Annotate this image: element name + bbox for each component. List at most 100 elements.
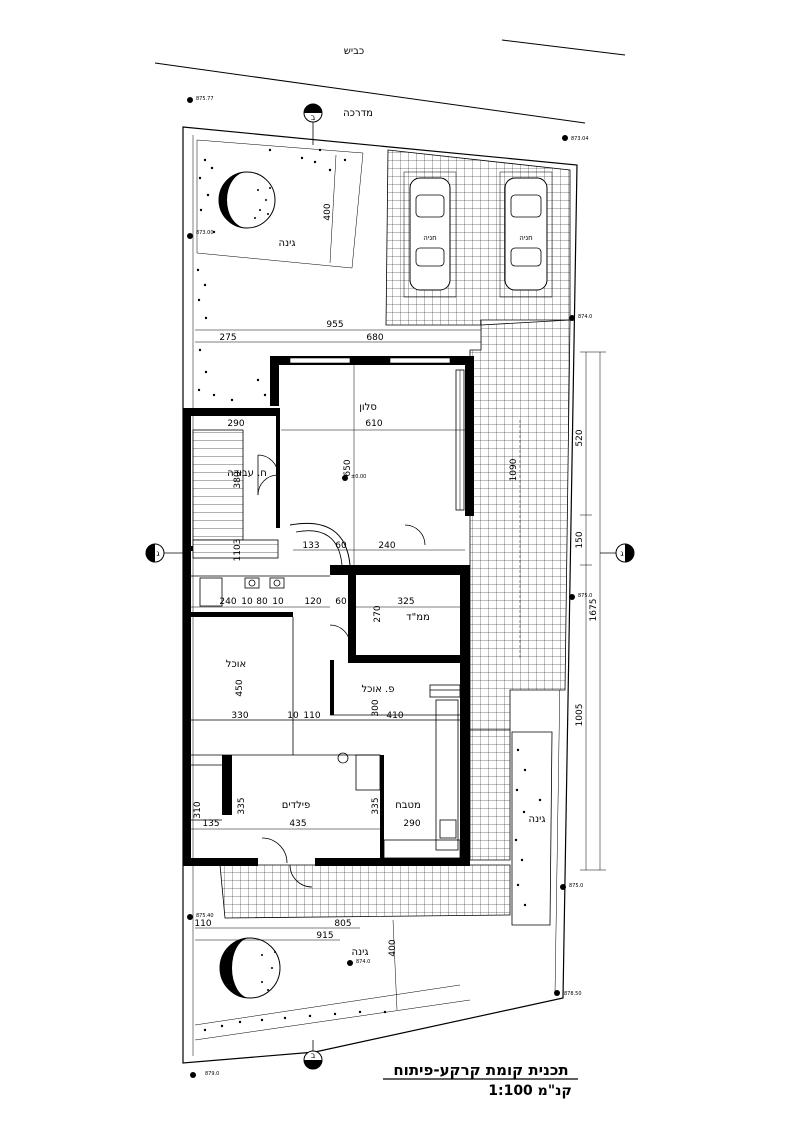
- svg-text:ג: ג: [156, 549, 160, 558]
- kitchen-counters: [337, 699, 461, 859]
- garden-top: גינה: [196, 139, 364, 269]
- svg-text:135: 135: [202, 819, 219, 829]
- svg-text:875.0: 875.0: [569, 883, 583, 889]
- svg-text:133: 133: [302, 541, 319, 551]
- garden-left-planting: [196, 268, 267, 402]
- car-1: חניה: [409, 177, 451, 291]
- svg-text:878.50: 878.50: [564, 991, 582, 997]
- parking-1-label: חניה: [423, 234, 437, 242]
- svg-text:10: 10: [287, 711, 299, 721]
- svg-text:±0.00: ±0.00: [351, 474, 366, 480]
- dim-955-text: 955: [326, 320, 343, 330]
- svg-text:450: 450: [235, 679, 245, 696]
- plan-title: תכנית קומת קרקע-פיתוח: [393, 1061, 568, 1079]
- svg-text:270: 270: [373, 605, 383, 622]
- svg-text:335: 335: [371, 797, 381, 814]
- svg-text:80: 80: [256, 597, 268, 607]
- svg-text:110: 110: [194, 919, 211, 929]
- dining-right-label: פ. אוכל: [362, 684, 395, 695]
- svg-text:400: 400: [388, 939, 398, 956]
- car-2: חניה: [504, 177, 548, 291]
- svg-text:ב: ב: [311, 1051, 316, 1060]
- work-label: ח. עבודה: [227, 468, 267, 479]
- dim-275-text: 275: [219, 333, 236, 343]
- bottom-dimensions: 805 915 110 400: [194, 919, 398, 1011]
- dim-680-text: 680: [366, 333, 383, 343]
- parking-bay-2: [499, 171, 553, 298]
- svg-text:300: 300: [371, 699, 381, 716]
- living-label: סלון: [359, 402, 377, 413]
- svg-text:ב: ב: [311, 113, 316, 122]
- house-walls: [183, 356, 474, 866]
- sidewalk-label: מדרכה: [343, 108, 373, 119]
- kitchen-label: מטבח: [395, 800, 421, 811]
- garden-bottom: גינה: [194, 937, 471, 1041]
- right-dimensions: 520 150 1005 1675 1090: [509, 351, 606, 871]
- room-lines: [191, 575, 460, 821]
- svg-text:290: 290: [403, 819, 420, 829]
- svg-text:1090: 1090: [509, 458, 519, 481]
- svg-text:520: 520: [575, 429, 585, 446]
- dim-400-top: [329, 154, 337, 264]
- svg-text:310: 310: [193, 801, 203, 818]
- garden-top-label: גינה: [279, 238, 296, 249]
- section-mark-top: ב: [303, 103, 323, 145]
- staircase-lower: [192, 539, 279, 559]
- svg-text:290: 290: [227, 419, 244, 429]
- svg-text:1005: 1005: [575, 704, 585, 727]
- svg-text:1103: 1103: [233, 539, 243, 562]
- svg-text:879.0: 879.0: [205, 1071, 219, 1077]
- paving-back: [469, 729, 511, 861]
- doors: [257, 454, 461, 888]
- street-edge-far: [501, 39, 626, 56]
- svg-text:650: 650: [343, 459, 353, 476]
- section-mark-right: ג: [600, 543, 635, 563]
- svg-text:875.0: 875.0: [578, 593, 592, 599]
- svg-text:335: 335: [237, 797, 247, 814]
- svg-text:380: 380: [233, 471, 243, 488]
- spiral-stair: [289, 522, 351, 566]
- staircase: [192, 429, 244, 541]
- svg-text:875.77: 875.77: [196, 96, 214, 102]
- garden-right: גינה: [511, 731, 553, 926]
- svg-text:150: 150: [575, 531, 585, 548]
- svg-text:410: 410: [386, 711, 403, 721]
- svg-text:874.0: 874.0: [578, 314, 592, 320]
- street-edge: [154, 62, 586, 124]
- interior-dimensions: 290 610 380 650 133 60 240 1103 240 10 8…: [191, 365, 465, 830]
- svg-text:873.00: 873.00: [196, 230, 214, 236]
- svg-text:330: 330: [231, 711, 248, 721]
- svg-text:240: 240: [219, 597, 236, 607]
- section-mark-left: ג: [145, 543, 185, 563]
- svg-text:610: 610: [365, 419, 382, 429]
- svg-text:435: 435: [289, 819, 306, 829]
- svg-text:60: 60: [335, 541, 347, 551]
- svg-text:120: 120: [304, 597, 321, 607]
- svg-text:240: 240: [378, 541, 395, 551]
- svg-text:874.0: 874.0: [356, 959, 370, 965]
- svg-text:60: 60: [335, 597, 347, 607]
- parking-2-label: חניה: [519, 234, 533, 242]
- svg-text:110: 110: [303, 711, 320, 721]
- svg-text:873.04: 873.04: [571, 136, 589, 142]
- safe-room-label: ממ"ד: [406, 612, 430, 623]
- street-label: כביש: [344, 46, 364, 57]
- svg-text:325: 325: [397, 597, 414, 607]
- bathroom-fixtures: [199, 577, 285, 607]
- svg-text:10: 10: [241, 597, 253, 607]
- svg-text:805: 805: [334, 919, 351, 929]
- svg-text:1675: 1675: [589, 599, 599, 622]
- paving-bottom: [219, 864, 511, 919]
- svg-text:ג: ג: [620, 549, 624, 558]
- living-windows: [289, 357, 465, 511]
- parking-bay-1: [403, 171, 457, 298]
- plot-boundary: [182, 126, 578, 1064]
- garden-bottom-label: גינה: [352, 947, 369, 958]
- dim-400-top-text: 400: [323, 203, 333, 220]
- plan-scale: קנ"מ 1:100: [488, 1083, 572, 1099]
- svg-text:875.40: 875.40: [196, 913, 214, 919]
- level-markers: 875.77 873.04 873.00 874.0 875.0 875.0 8…: [187, 96, 592, 1078]
- play-label: פילדים: [282, 800, 311, 811]
- section-mark-bottom: ב: [303, 1040, 323, 1070]
